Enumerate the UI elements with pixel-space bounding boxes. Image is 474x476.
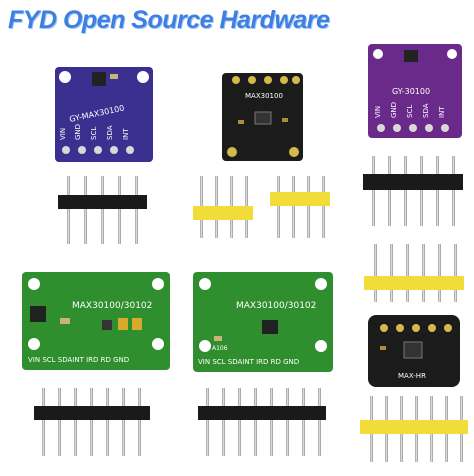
pin-header-black-bottom-left — [34, 388, 150, 456]
board-gy-30100: GY-30100 VIN GND SCL SDA INT — [368, 44, 462, 138]
pin-header-yellow-right — [364, 244, 464, 302]
pin-label: VIN — [374, 106, 382, 118]
pin-header-yellow-a — [193, 176, 253, 238]
board-5-ref-label: A106 — [212, 345, 228, 352]
pin-label: VIN — [59, 128, 67, 140]
pin-label: INT — [122, 128, 130, 140]
board-4-model-label: MAX30100/30102 — [72, 301, 152, 311]
board-3-pin-labels: VIN GND SCL SDA INT — [374, 102, 446, 118]
pin-header-yellow-bottom-right — [360, 396, 468, 462]
board-max30100-30102-left: MAX30100/30102 VIN SCL SDAINT IRD RD GND — [22, 272, 170, 370]
board-4-pin-labels: VIN SCL SDAINT IRD RD GND — [28, 356, 129, 364]
pin-label: SDA — [106, 125, 114, 140]
pin-label: INT — [438, 106, 446, 118]
board-5-model-label: MAX30100/30102 — [236, 301, 316, 311]
pin-header-black-right — [363, 156, 463, 226]
board-gy-max30100: GY-MAX30100 VIN GND SCL SDA INT — [55, 67, 153, 162]
pin-header-yellow-b — [270, 176, 330, 238]
board-5-pin-labels: VIN SCL SDAINT IRD RD GND — [198, 358, 299, 366]
pin-label: SCL — [90, 127, 98, 140]
pin-header-black-5 — [58, 176, 147, 244]
pin-label: GND — [74, 124, 82, 140]
board-6-model-label: MAX-HR — [398, 372, 426, 380]
board-max-hr: MAX-HR — [368, 315, 460, 387]
board-3-model-label: GY-30100 — [392, 87, 430, 96]
board-max30100-black: MAX30100 — [222, 73, 303, 161]
pin-label: SCL — [406, 105, 414, 118]
pin-label: SDA — [422, 103, 430, 118]
pin-header-black-bottom-middle — [198, 388, 326, 456]
board-1-pin-labels: VIN GND SCL SDA INT — [59, 124, 130, 140]
banner-title: FYD Open Source Hardware — [8, 6, 330, 34]
board-max30100-30102-middle: MAX30100/30102 A106 VIN SCL SDAINT IRD R… — [193, 272, 333, 372]
pin-label: GND — [390, 102, 398, 118]
board-2-model-label: MAX30100 — [245, 92, 283, 100]
